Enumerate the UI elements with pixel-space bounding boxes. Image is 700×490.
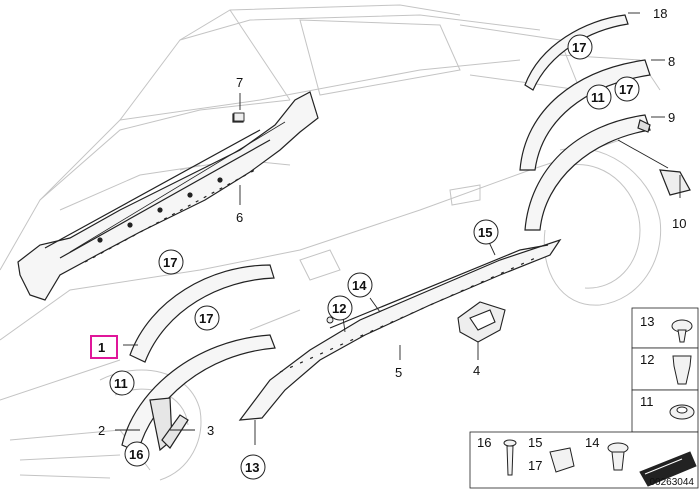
part-clip-bracket [457, 301, 506, 343]
fastener-legend: 13 12 11 16 15 17 14 [469, 307, 699, 489]
legend-16: 16 [477, 435, 491, 450]
label-18: 18 [653, 6, 667, 21]
label-8: 8 [668, 54, 675, 69]
callout-13-rocker: 13 [245, 460, 259, 475]
callout-17-rear-top: 17 [572, 40, 586, 55]
label-1: 1 [98, 340, 105, 355]
callout-11-rear: 11 [591, 90, 605, 105]
legend-12: 12 [640, 352, 654, 367]
label-10: 10 [672, 216, 686, 231]
callout-17-rear-mid: 17 [619, 82, 633, 97]
part-rear-arches [519, 14, 691, 231]
callout-17-front-mid: 17 [199, 311, 213, 326]
leader-lines [115, 12, 681, 445]
callout-12-rocker: 12 [332, 301, 346, 316]
legend-13: 13 [640, 314, 654, 329]
part-rocker-lower [238, 238, 562, 421]
callout-15-rocker: 15 [478, 225, 492, 240]
part-front-arch-upper [129, 264, 275, 363]
label-9: 9 [668, 110, 675, 125]
label-5: 5 [395, 365, 402, 380]
part-front-arch-lower [121, 334, 276, 453]
legend-17: 17 [528, 458, 542, 473]
label-1-highlight: 1 [90, 335, 118, 359]
part-rocker-upper [17, 91, 319, 301]
plain-labels: 18 8 9 10 7 6 2 3 4 5 [98, 6, 686, 438]
callout-11-front: 11 [114, 376, 128, 391]
callout-14-rocker: 14 [352, 278, 367, 293]
legend-14: 14 [585, 435, 599, 450]
label-2: 2 [98, 423, 105, 438]
callout-16-front: 16 [129, 447, 143, 462]
circled-callout-text: 17 11 17 17 17 11 16 13 12 14 15 [114, 40, 633, 475]
label-6: 6 [236, 210, 243, 225]
diagram-id: 00263044 [649, 477, 695, 488]
circled-callouts [109, 34, 640, 480]
label-7: 7 [236, 75, 243, 90]
callout-17-front-top: 17 [163, 255, 177, 270]
label-3: 3 [207, 423, 214, 438]
small-fasteners [233, 112, 334, 324]
car-outline [0, 4, 662, 481]
label-4: 4 [473, 363, 480, 378]
legend-15: 15 [528, 435, 542, 450]
legend-11: 11 [640, 394, 654, 409]
